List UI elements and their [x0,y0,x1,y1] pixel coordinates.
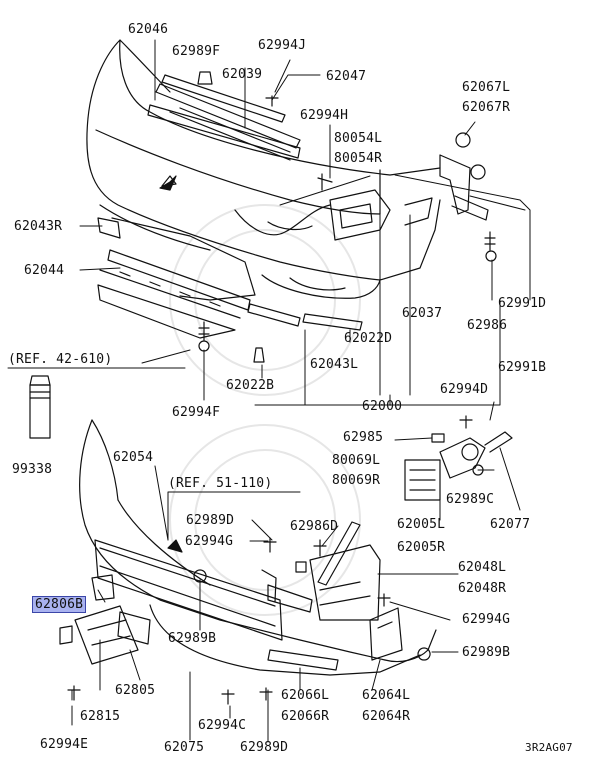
bracket-62806B [59,574,115,645]
label-62077[interactable]: 62077 [490,517,531,532]
bracket-62064 [369,607,403,661]
label-62005R[interactable]: 62005R [397,540,446,555]
side-bracket-62067 [439,154,489,221]
label-62048L[interactable]: 62048L [458,560,507,575]
label-62039[interactable]: 62039 [222,67,263,82]
reinforcement-62054 [94,539,283,641]
label-62989B-right[interactable]: 62989B [462,645,511,660]
watermark-seal [169,204,361,616]
label-62066L[interactable]: 62066L [281,688,330,703]
ref-42-610[interactable]: (REF. 42-610) [8,352,113,367]
label-62994J[interactable]: 62994J [258,38,307,53]
label-62994F[interactable]: 62994F [172,405,221,420]
label-62000[interactable]: 62000 [362,399,403,414]
label-62989D-bottom[interactable]: 62989D [240,740,289,755]
label-62989F[interactable]: 62989F [172,44,221,59]
label-62064R[interactable]: 62064R [362,709,411,724]
label-99338[interactable]: 99338 [12,462,53,477]
molding-62043L [247,303,301,327]
label-62067L[interactable]: 62067L [462,80,511,95]
label-62989C[interactable]: 62989C [446,492,495,507]
lower-bumper-cover [79,419,437,676]
leader-lines-lower [71,401,521,743]
label-62005L[interactable]: 62005L [397,517,446,532]
label-62991D[interactable]: 62991D [498,296,547,311]
molding-62043R [97,217,121,239]
label-62989B-left[interactable]: 62989B [168,631,217,646]
label-62075[interactable]: 62075 [164,740,205,755]
label-62806B-highlighted[interactable]: 62806B [32,596,87,613]
ref-51110-leader [167,491,301,541]
diagram-code: 3R2AG07 [525,741,573,754]
leader-lines-upper [79,39,531,406]
label-62994E[interactable]: 62994E [40,737,89,752]
fasteners-lower [67,415,473,705]
label-62054[interactable]: 62054 [113,450,154,465]
label-80054L[interactable]: 80054L [334,131,383,146]
label-62985[interactable]: 62985 [343,430,384,445]
label-62037[interactable]: 62037 [402,306,443,321]
upper-bumper-cover [86,39,441,301]
label-62994H[interactable]: 62994H [300,108,349,123]
label-62805[interactable]: 62805 [115,683,156,698]
side-panel-62048 [267,544,381,621]
clips-upper [197,71,497,363]
label-62044[interactable]: 62044 [24,263,65,278]
fog-bracket-62005 [404,431,513,501]
label-62986D[interactable]: 62986D [290,519,339,534]
label-62064L[interactable]: 62064L [362,688,411,703]
label-62994G-upper[interactable]: 62994G [185,534,234,549]
label-62048R[interactable]: 62048R [458,581,507,596]
license-plate-bracket-62805 [74,605,151,665]
label-62022D[interactable]: 62022D [344,331,393,346]
label-62043L[interactable]: 62043L [310,357,359,372]
label-62994G-lower[interactable]: 62994G [462,612,511,627]
label-62022B[interactable]: 62022B [226,378,275,393]
label-62043R[interactable]: 62043R [14,219,63,234]
ref-51-110[interactable]: (REF. 51-110) [168,476,273,491]
label-62815[interactable]: 62815 [80,709,121,724]
label-80069R[interactable]: 80069R [332,473,381,488]
label-80054R[interactable]: 80054R [334,151,383,166]
label-62994D[interactable]: 62994D [440,382,489,397]
strip-62066 [267,649,339,671]
sealant-tube-99338 [29,375,51,439]
label-62066R[interactable]: 62066R [281,709,330,724]
molding-62022D [302,313,363,331]
strip-80069 [317,521,361,586]
label-62986[interactable]: 62986 [467,318,508,333]
label-62046[interactable]: 62046 [128,22,169,37]
label-80069L[interactable]: 80069L [332,453,381,468]
label-62991B[interactable]: 62991B [498,360,547,375]
label-62994C[interactable]: 62994C [198,718,247,733]
label-62047[interactable]: 62047 [326,69,367,84]
label-62989D[interactable]: 62989D [186,513,235,528]
label-62067R[interactable]: 62067R [462,100,511,115]
